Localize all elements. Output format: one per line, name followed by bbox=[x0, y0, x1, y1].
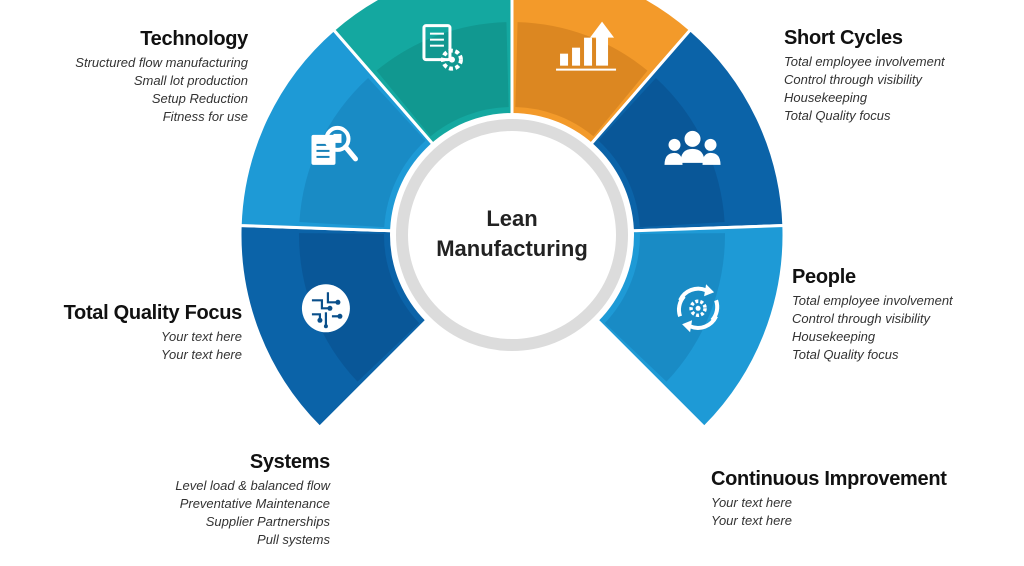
people-group-icon bbox=[664, 130, 721, 165]
label-systems: Systems Level load & balanced flow Preve… bbox=[175, 451, 330, 549]
people-line-3: Housekeeping bbox=[792, 329, 876, 344]
short-cycles-line-3: Housekeeping bbox=[784, 90, 868, 105]
systems-line-1: Level load & balanced flow bbox=[175, 478, 330, 493]
label-continuous-improvement: Continuous Improvement Your text here Yo… bbox=[711, 468, 947, 530]
people-line-2: Control through visibility bbox=[792, 311, 931, 326]
ring-segment-band-continuous-improvement bbox=[515, 22, 648, 137]
ring-segment-band-short-cycles bbox=[604, 233, 725, 382]
systems-title: Systems bbox=[249, 451, 330, 473]
cycle-gear-icon bbox=[676, 284, 720, 333]
label-technology: Technology Structured flow manufacturing… bbox=[75, 28, 248, 126]
total-quality-focus-line-1: Your text here bbox=[161, 329, 242, 344]
technology-line-2: Small lot production bbox=[133, 73, 248, 88]
ring-segment-band-people bbox=[598, 77, 725, 228]
label-people: People Total employee involvement Contro… bbox=[792, 266, 953, 364]
technology-line-1: Structured flow manufacturing bbox=[75, 55, 248, 70]
total-quality-focus-title: Total Quality Focus bbox=[63, 302, 243, 324]
short-cycles-title: Short Cycles bbox=[784, 27, 903, 49]
center-circle-ring bbox=[396, 119, 628, 351]
short-cycles-line-2: Control through visibility bbox=[784, 72, 923, 87]
technology-line-4: Fitness for use bbox=[162, 109, 248, 124]
circuit-brain-icon bbox=[301, 284, 350, 333]
systems-line-2: Preventative Maintenance bbox=[179, 496, 330, 511]
short-cycles-line-1: Total employee involvement bbox=[784, 54, 945, 69]
people-line-1: Total employee involvement bbox=[792, 293, 953, 308]
document-gear-icon bbox=[422, 24, 463, 71]
document-magnifier-icon bbox=[311, 125, 358, 165]
continuous-improvement-line-2: Your text here bbox=[711, 513, 792, 528]
systems-line-3: Supplier Partnerships bbox=[205, 514, 330, 529]
continuous-improvement-title: Continuous Improvement bbox=[711, 468, 947, 490]
center-title: Lean Manufacturing bbox=[412, 204, 612, 264]
technology-title: Technology bbox=[140, 28, 248, 50]
people-title: People bbox=[792, 266, 856, 288]
ring-segment-band-technology bbox=[299, 233, 420, 382]
people-line-4: Total Quality focus bbox=[792, 347, 899, 362]
continuous-improvement-line-1: Your text here bbox=[711, 495, 792, 510]
ring-segment-band-systems bbox=[376, 22, 509, 137]
center-title-line1: Lean bbox=[486, 206, 538, 231]
technology-line-3: Setup Reduction bbox=[151, 91, 248, 106]
systems-line-4: Pull systems bbox=[257, 532, 330, 547]
ring-segment-band-total-quality-focus bbox=[299, 77, 426, 228]
label-short-cycles: Short Cycles Total employee involvement … bbox=[784, 27, 945, 125]
total-quality-focus-line-2: Your text here bbox=[161, 347, 242, 362]
center-title-line2: Manufacturing bbox=[436, 236, 588, 261]
short-cycles-line-4: Total Quality focus bbox=[784, 108, 891, 123]
label-total-quality-focus: Total Quality Focus Your text here Your … bbox=[63, 302, 243, 364]
bar-chart-arrow-icon bbox=[556, 21, 617, 71]
